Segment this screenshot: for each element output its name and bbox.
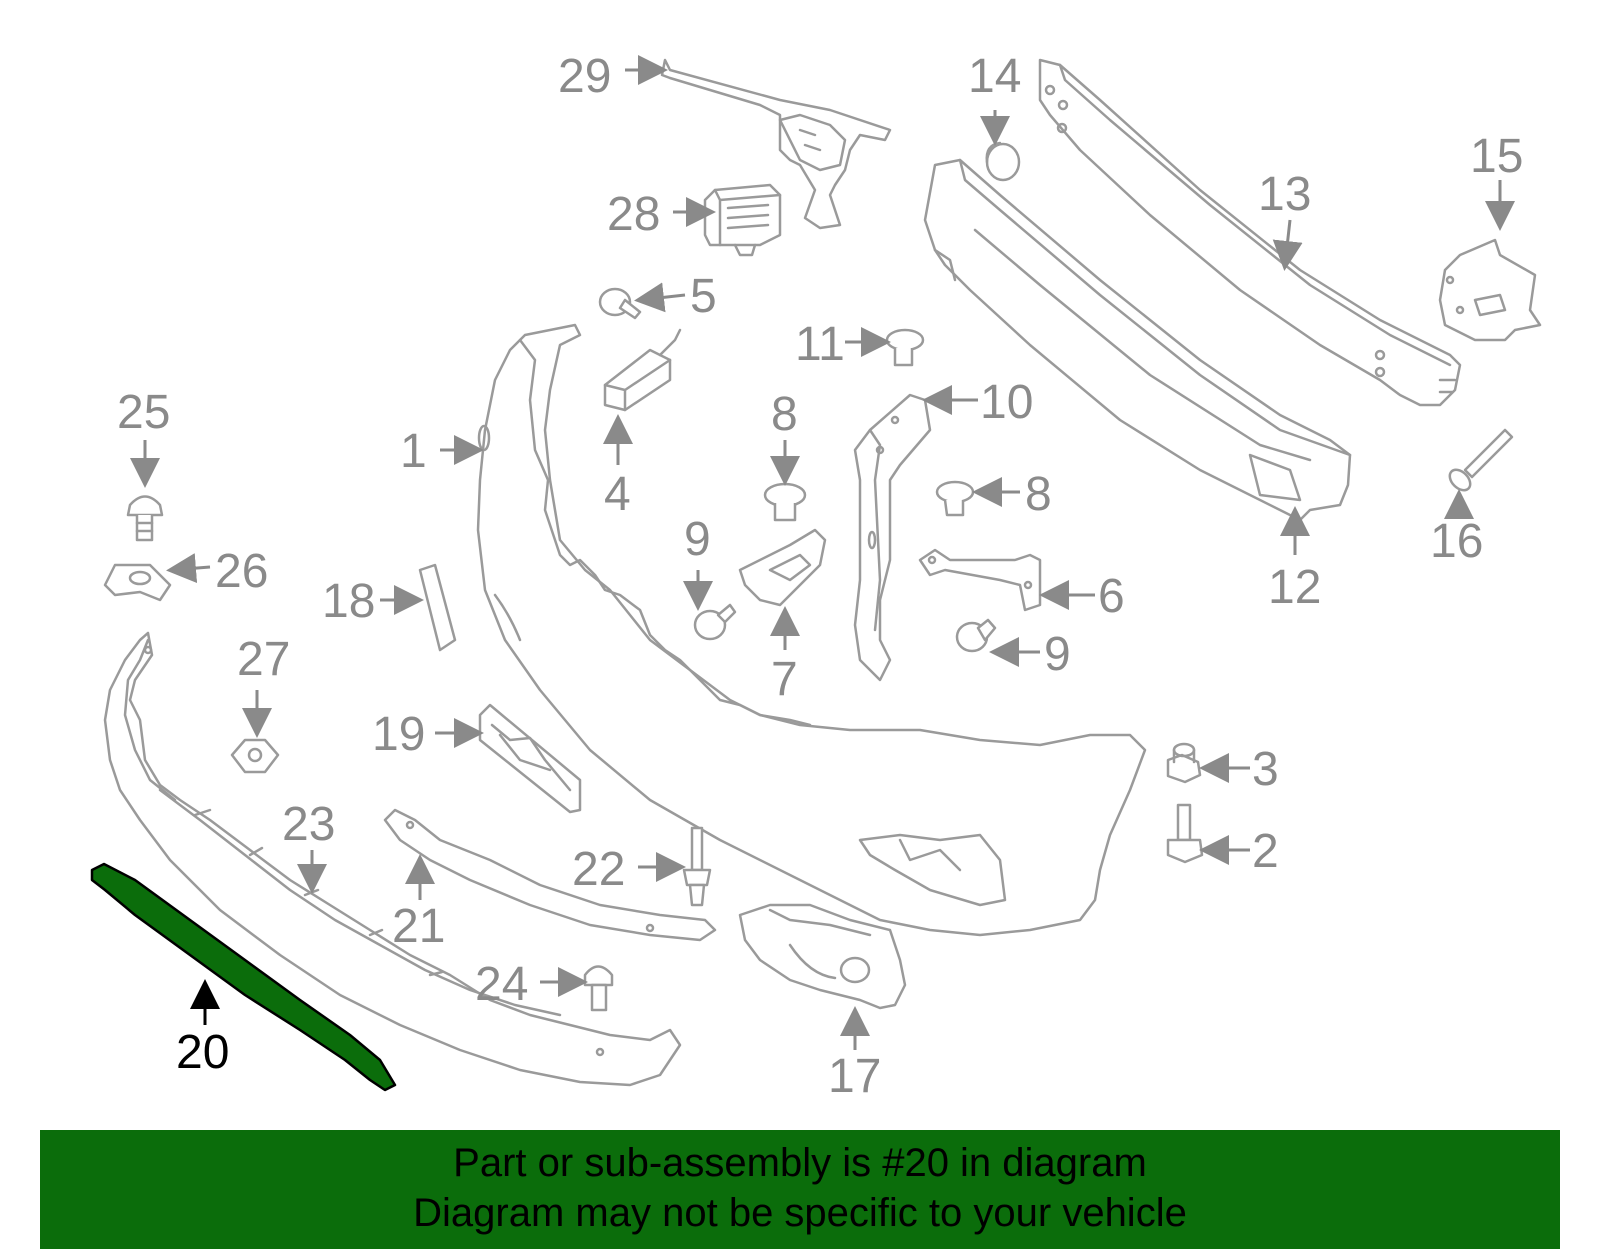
callout-3: 3 bbox=[1252, 743, 1279, 796]
callout-5: 5 bbox=[690, 270, 717, 323]
part-1-bumper-cover bbox=[476, 323, 1147, 937]
callout-13: 13 bbox=[1258, 168, 1311, 221]
callout-4: 4 bbox=[604, 468, 631, 521]
callout-16: 16 bbox=[1430, 515, 1483, 568]
callout-1: 1 bbox=[400, 425, 427, 478]
callout-arrows bbox=[130, 55, 1515, 1050]
part-9-clip-a bbox=[693, 603, 737, 641]
callout-11: 11 bbox=[795, 318, 845, 371]
part-13-reinforcement bbox=[1038, 58, 1462, 407]
part-8-clip-b bbox=[935, 480, 975, 517]
callout-17: 17 bbox=[828, 1050, 881, 1103]
part-15-bracket bbox=[1438, 238, 1542, 342]
part-18-reflector bbox=[418, 563, 457, 652]
part-2-bolt bbox=[1166, 803, 1204, 864]
callout-21: 21 bbox=[392, 900, 445, 953]
callout-29: 29 bbox=[558, 50, 611, 103]
callout-20-highlighted: 20 bbox=[176, 1026, 229, 1079]
callout-6: 6 bbox=[1098, 570, 1125, 623]
part-25-push-clip bbox=[126, 495, 164, 542]
callout-28: 28 bbox=[607, 188, 660, 241]
part-24-push-clip bbox=[583, 965, 614, 1012]
banner-line-1: Part or sub-assembly is #20 in diagram bbox=[453, 1141, 1147, 1185]
callout-8a: 8 bbox=[771, 388, 798, 441]
part-20-highlighted-strip bbox=[90, 862, 397, 1092]
part-6-bracket bbox=[918, 548, 1042, 612]
banner-line-2: Diagram may not be specific to your vehi… bbox=[413, 1191, 1187, 1235]
callout-27: 27 bbox=[237, 633, 290, 686]
part-28-module bbox=[703, 183, 782, 257]
part-8-clip-a bbox=[763, 482, 807, 522]
callout-12: 12 bbox=[1268, 561, 1321, 614]
callout-8b: 8 bbox=[1025, 468, 1052, 521]
callout-18: 18 bbox=[322, 575, 375, 628]
callout-22: 22 bbox=[572, 843, 625, 896]
part-29-latch-bracket bbox=[660, 58, 892, 230]
part-21-trim-strip bbox=[383, 808, 717, 942]
callout-26: 26 bbox=[215, 545, 268, 598]
callout-10: 10 bbox=[980, 376, 1033, 429]
part-16-bolt bbox=[1448, 428, 1514, 492]
callout-9b: 9 bbox=[1044, 628, 1071, 681]
part-7-bracket bbox=[738, 528, 827, 607]
info-banner: Part or sub-assembly is #20 in diagram D… bbox=[40, 1130, 1560, 1249]
part-14-cap bbox=[985, 141, 1021, 182]
part-11-bolt bbox=[885, 328, 925, 367]
part-22-fastener bbox=[682, 826, 712, 907]
part-9-clip-b bbox=[955, 618, 997, 653]
part-23-lower-valance bbox=[103, 631, 682, 1087]
callout-labels: 1 2 3 4 5 6 7 8 8 9 9 10 11 12 13 14 15 … bbox=[117, 50, 1523, 1103]
callout-14: 14 bbox=[968, 50, 1021, 103]
callout-2: 2 bbox=[1252, 825, 1279, 878]
callout-19: 19 bbox=[372, 708, 425, 761]
callout-7: 7 bbox=[771, 653, 798, 706]
callout-24: 24 bbox=[475, 958, 528, 1011]
part-17-fog-bezel bbox=[738, 903, 907, 1010]
part-10-side-bracket bbox=[853, 393, 932, 682]
part-3-nut bbox=[1166, 742, 1202, 784]
callout-15: 15 bbox=[1470, 130, 1523, 183]
part-27-nut bbox=[230, 738, 280, 774]
part-5-clip bbox=[598, 287, 642, 320]
callout-25: 25 bbox=[117, 386, 170, 439]
callout-23: 23 bbox=[282, 798, 335, 851]
part-26-clip-nut bbox=[103, 563, 172, 602]
part-4-sensor bbox=[603, 328, 682, 412]
callout-9a: 9 bbox=[684, 513, 711, 566]
